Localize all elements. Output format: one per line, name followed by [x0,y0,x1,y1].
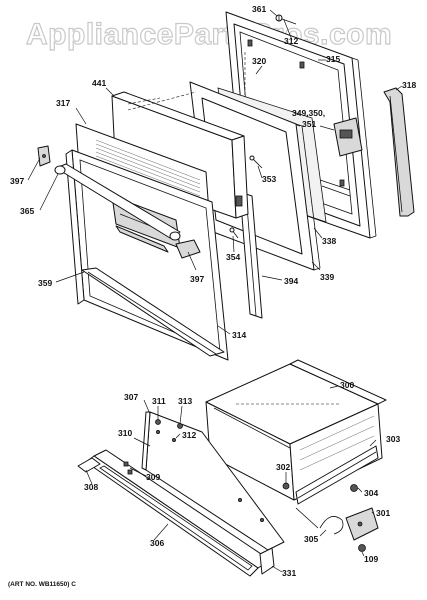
part-303-side-rail [295,445,379,505]
part-309-clips [123,461,133,475]
part-318-gasket [383,87,415,217]
label-308: 308 [84,482,98,492]
watermark-text: AppliancePartsPros.com [26,18,392,51]
part-397-end-cap-right [175,239,201,259]
part-109-nut [358,544,366,552]
part-308-trim [77,457,101,473]
label-304: 304 [364,488,378,498]
label-312-drawer: 312 [182,430,196,440]
label-302: 302 [276,462,290,472]
art-number: (ART NO. WB11650) C [8,581,76,588]
label-309: 309 [146,472,160,482]
part-304-nut [350,484,358,492]
part-365-door-handle [54,163,181,253]
label-300: 300 [340,380,354,390]
label-354: 354 [226,252,240,262]
label-313: 313 [178,396,192,406]
label-303: 303 [386,434,400,444]
label-310: 310 [118,428,132,438]
label-331: 331 [282,568,296,578]
part-354-screw [229,227,239,239]
part-300-drawer-body [205,359,387,501]
label-320: 320 [252,56,266,66]
label-315: 315 [326,54,340,64]
label-365: 365 [20,206,34,216]
label-306: 306 [150,538,164,548]
label-397-right: 397 [190,274,204,284]
label-109: 109 [364,554,378,564]
label-339: 339 [320,272,334,282]
part-331-trim-end [259,547,275,575]
label-311: 311 [152,396,166,406]
label-359: 359 [38,278,52,288]
part-359-bottom-trim [81,267,225,357]
part-397-end-cap-left [37,145,51,167]
label-351: 351 [302,119,316,129]
label-312-top: 312 [284,36,298,46]
part-305-spring [295,507,344,535]
label-394: 394 [284,276,298,286]
label-338: 338 [322,236,336,246]
part-labels: 361 312 315 318 320 441 317 349,350, 351… [10,4,416,578]
label-318: 318 [402,80,416,90]
part-313-screw [177,423,183,429]
label-305: 305 [304,534,318,544]
label-349-350: 349,350, [292,108,325,118]
part-311-screw [155,419,161,425]
part-307-drawer-panel [141,411,285,551]
part-361-screw [275,14,297,25]
label-301: 301 [376,508,390,518]
part-317-door-panel [75,91,249,227]
label-397-left: 397 [10,176,24,186]
label-361: 361 [252,4,266,14]
part-349-hinge [333,117,363,157]
label-353: 353 [262,174,276,184]
label-317: 317 [56,98,70,108]
part-301-bracket [345,507,379,541]
leader-lines [27,9,403,573]
label-307: 307 [124,392,138,402]
label-314: 314 [232,330,246,340]
label-441: 441 [92,78,106,88]
part-353-screw [249,155,263,169]
